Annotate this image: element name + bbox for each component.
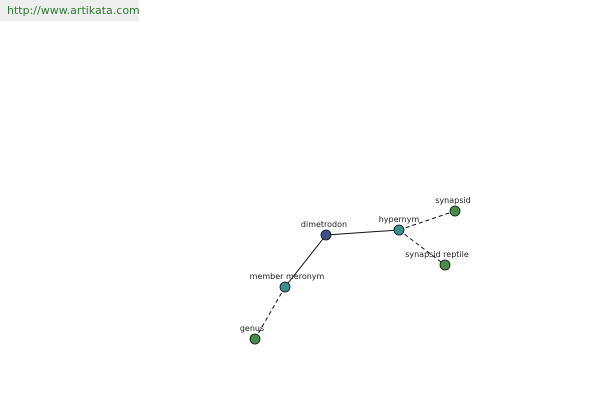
edge-dimetrodon-to-hypernym — [325, 229, 400, 236]
node-label-dimetrodon: dimetrodon — [301, 220, 347, 229]
source-url-label: http://www.artikata.com — [0, 0, 140, 21]
node-label-genus: genus — [240, 324, 264, 333]
edge-member-meronym-to-genus — [254, 286, 286, 340]
node-hypernym[interactable] — [393, 224, 405, 236]
edges-layer — [254, 210, 456, 340]
node-label-member-meronym: member meronym — [250, 272, 325, 281]
node-label-synapsid-reptile: synapsid reptile — [405, 250, 469, 259]
edge-hypernym-to-synapsid-reptile — [398, 229, 446, 266]
nodes-layer: dimetrodon hypernym member meronym synapsid… — [240, 196, 471, 345]
node-genus[interactable] — [249, 333, 261, 345]
node-label-hypernym: hypernym — [379, 215, 420, 224]
edge-hypernym-to-synapsid — [398, 210, 456, 231]
node-synapsid-reptile[interactable] — [439, 259, 451, 271]
node-member-meronym[interactable] — [279, 281, 291, 293]
node-label-synapsid: synapsid — [435, 196, 470, 205]
edge-dimetrodon-to-member-meronym — [284, 234, 327, 288]
node-synapsid[interactable] — [449, 205, 461, 217]
node-dimetrodon[interactable] — [320, 229, 332, 241]
